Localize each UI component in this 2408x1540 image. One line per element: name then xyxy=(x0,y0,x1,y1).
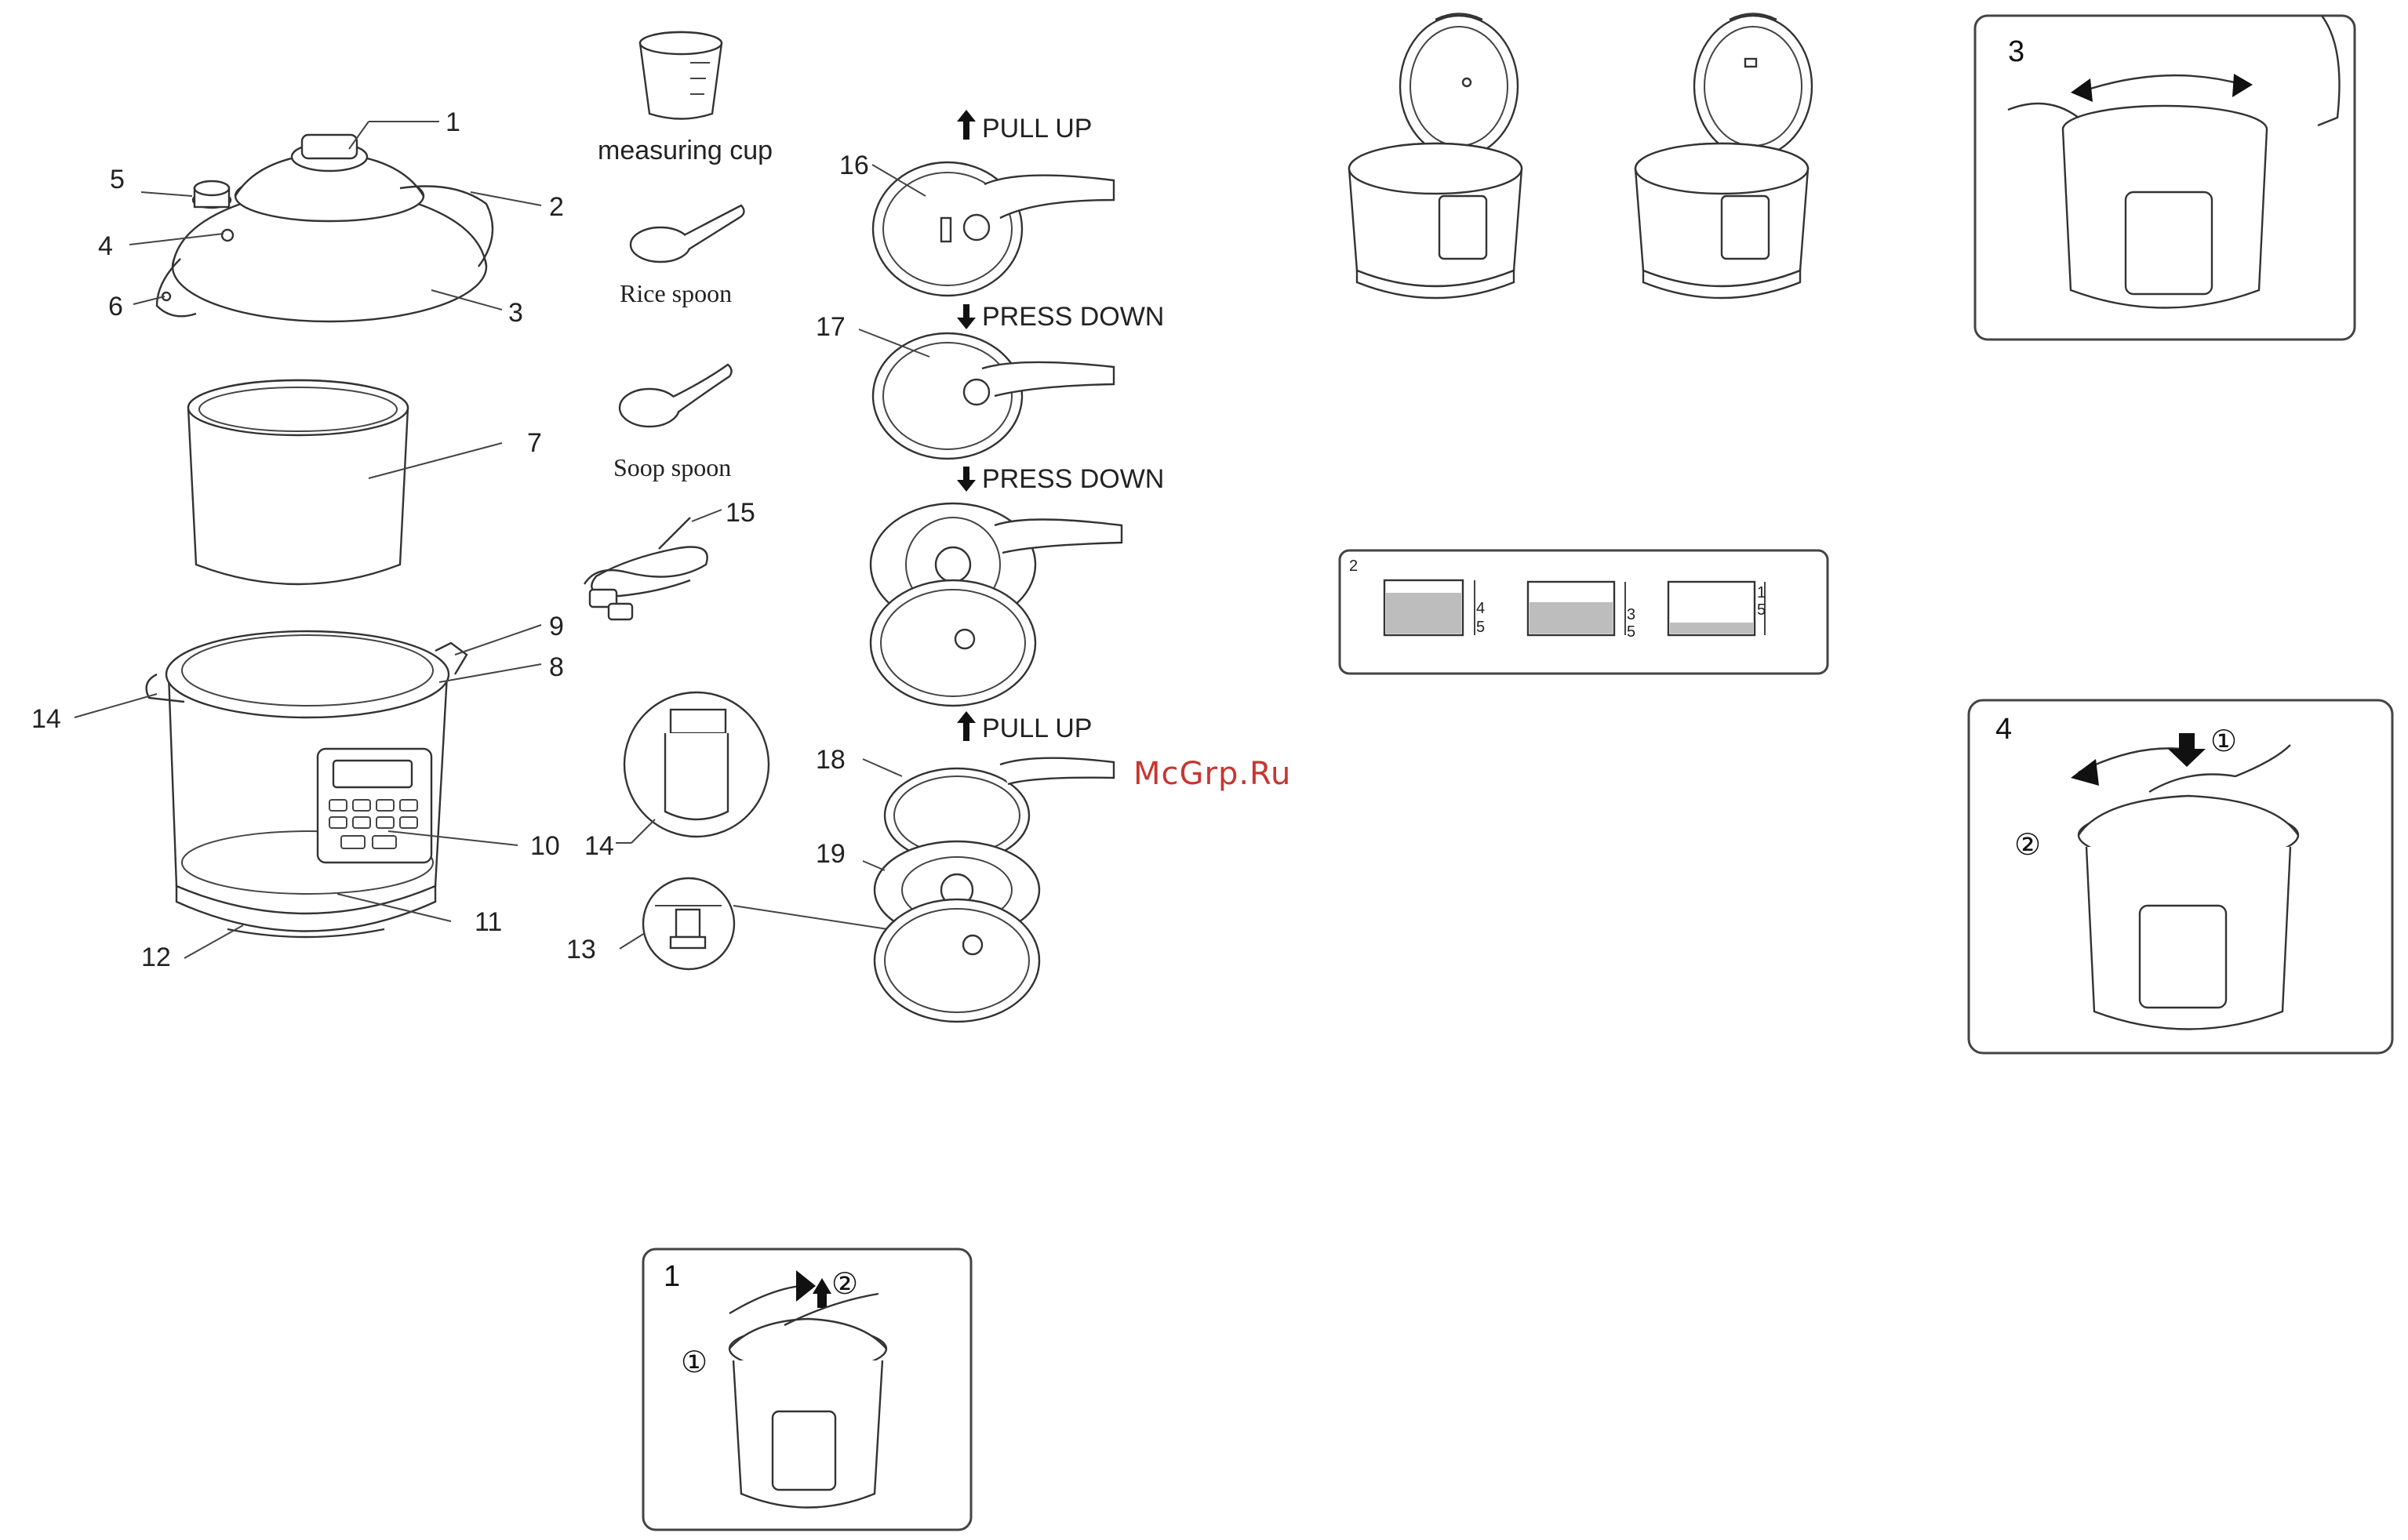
lid-step-18-19 xyxy=(863,758,1114,1022)
panel-1-step-2: ② xyxy=(831,1268,858,1301)
part-10-label: 10 xyxy=(530,831,560,861)
part-14-label: 14 xyxy=(31,704,61,734)
inner-pot xyxy=(188,380,408,584)
part-3-label: 3 xyxy=(508,298,523,328)
panel-4-step-1: ① xyxy=(2210,725,2237,758)
rice-spoon xyxy=(631,205,744,262)
part-9-label: 9 xyxy=(549,612,564,641)
fill-b-numerator: 3 xyxy=(1627,606,1635,623)
cooker-body xyxy=(147,631,467,937)
part-19-label: 19 xyxy=(816,839,846,869)
fill-a-denominator: 5 xyxy=(1476,619,1485,636)
soop-spoon-label: Soop spoon xyxy=(613,453,731,481)
part-18-label: 18 xyxy=(816,745,846,775)
part-5-label: 5 xyxy=(110,165,125,194)
rice-spoon-label: Rice spoon xyxy=(620,279,732,307)
part-17-label: 17 xyxy=(816,312,846,342)
part-14-detail-label: 14 xyxy=(584,831,614,861)
panel-1-open-lid: 1 ② ① xyxy=(643,1249,971,1530)
open-cooker-2 xyxy=(1635,14,1812,299)
measuring-cup-label: measuring cup xyxy=(598,136,773,165)
lid-step-16 xyxy=(872,162,1114,296)
pull-up-2-label: PULL UP xyxy=(982,714,1092,743)
press-down-2-label: PRESS DOWN xyxy=(982,464,1164,494)
lid-step-17 xyxy=(859,329,1114,459)
part-8-label: 8 xyxy=(549,652,564,682)
soop-spoon xyxy=(620,365,732,427)
panel-3-remove-lid: 3 xyxy=(1975,16,2355,340)
fill-a-numerator: 4 xyxy=(1476,600,1485,617)
part-2-label: 2 xyxy=(549,192,564,222)
fill-b-denominator: 5 xyxy=(1627,623,1635,641)
part-12-label: 12 xyxy=(141,943,171,972)
part-1-label: 1 xyxy=(446,107,460,137)
part-15-label: 15 xyxy=(726,498,755,528)
part-11-label: 11 xyxy=(475,907,502,937)
open-cooker-1 xyxy=(1349,14,1522,299)
press-down-arrow-1-icon xyxy=(957,304,976,329)
press-down-arrow-2-icon xyxy=(957,467,976,492)
pull-up-arrow-2-icon xyxy=(957,711,976,741)
panel-1-number: 1 xyxy=(664,1260,680,1293)
watermark: McGrp.Ru xyxy=(1133,756,1291,792)
panel-3-number: 3 xyxy=(2008,35,2024,68)
part-7-label: 7 xyxy=(527,428,542,458)
panel-4-step-2: ② xyxy=(2014,829,2041,862)
panel-1-step-1: ① xyxy=(681,1346,707,1379)
panel-2-fill-levels: 2 4 5 3 5 1 5 xyxy=(1340,550,1828,674)
measuring-cup xyxy=(640,32,722,119)
pull-up-1-label: PULL UP xyxy=(982,114,1092,143)
fill-c-numerator: 1 xyxy=(1757,584,1766,601)
part-4-label: 4 xyxy=(98,231,113,261)
part-6-label: 6 xyxy=(108,292,123,321)
part-16-label: 16 xyxy=(839,151,869,180)
condensation-collector-detail xyxy=(616,692,769,843)
fill-c-denominator: 5 xyxy=(1757,601,1766,619)
lid-step-press xyxy=(871,503,1122,706)
power-cord xyxy=(584,510,722,619)
panel-4-number: 4 xyxy=(1995,713,2012,746)
pull-up-arrow-1-icon xyxy=(957,110,976,140)
panel-2-number: 2 xyxy=(1349,558,1358,575)
part-13-label: 13 xyxy=(566,935,596,964)
press-down-1-label: PRESS DOWN xyxy=(982,302,1164,332)
panel-4-close-lid: 4 ① ② xyxy=(1969,700,2392,1053)
